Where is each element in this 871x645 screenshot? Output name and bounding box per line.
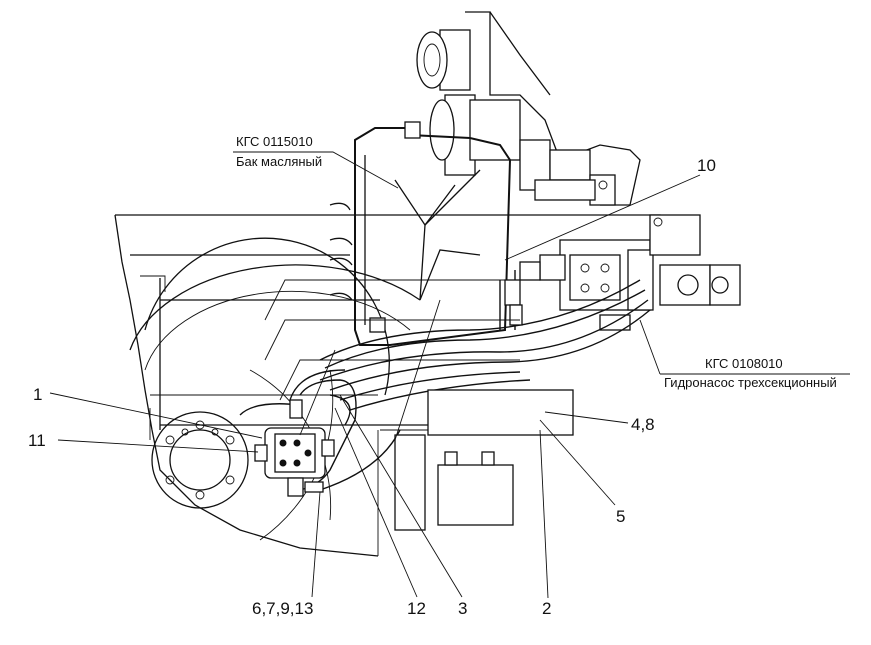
callout-4-8: 4,8 <box>631 415 655 434</box>
battery <box>394 389 574 531</box>
callout-10: 10 <box>697 156 716 175</box>
callout-2: 2 <box>542 599 551 618</box>
hydraulic-pump <box>519 214 741 331</box>
callout-5: 5 <box>616 507 625 526</box>
callout-1: 1 <box>33 385 42 404</box>
section-hatch <box>264 279 520 441</box>
oil-tank-name: Бак масляный <box>236 154 322 169</box>
pump-code: КГС 0108010 <box>705 356 783 371</box>
component-labels: КГС 0115010 Бак масляный КГС 0108010 Гид… <box>236 134 837 390</box>
callout-numbers: 1 11 10 4,8 5 2 3 12 6,7,9,13 <box>28 156 716 618</box>
callout-6-7-9-13: 6,7,9,13 <box>252 599 313 618</box>
wheel-hub-flange <box>151 411 249 509</box>
wheel-arcs <box>129 237 421 541</box>
engine-pulley-assembly <box>416 11 641 206</box>
leader-lines <box>49 151 850 599</box>
distributor-valve <box>254 427 335 497</box>
hydraulic-hoses <box>239 270 651 491</box>
callout-12: 12 <box>407 599 426 618</box>
callout-11: 11 <box>28 431 46 450</box>
pump-name: Гидронасос трехсекционный <box>664 375 837 390</box>
oil-tank-code: КГС 0115010 <box>236 134 313 149</box>
callout-3: 3 <box>458 599 467 618</box>
